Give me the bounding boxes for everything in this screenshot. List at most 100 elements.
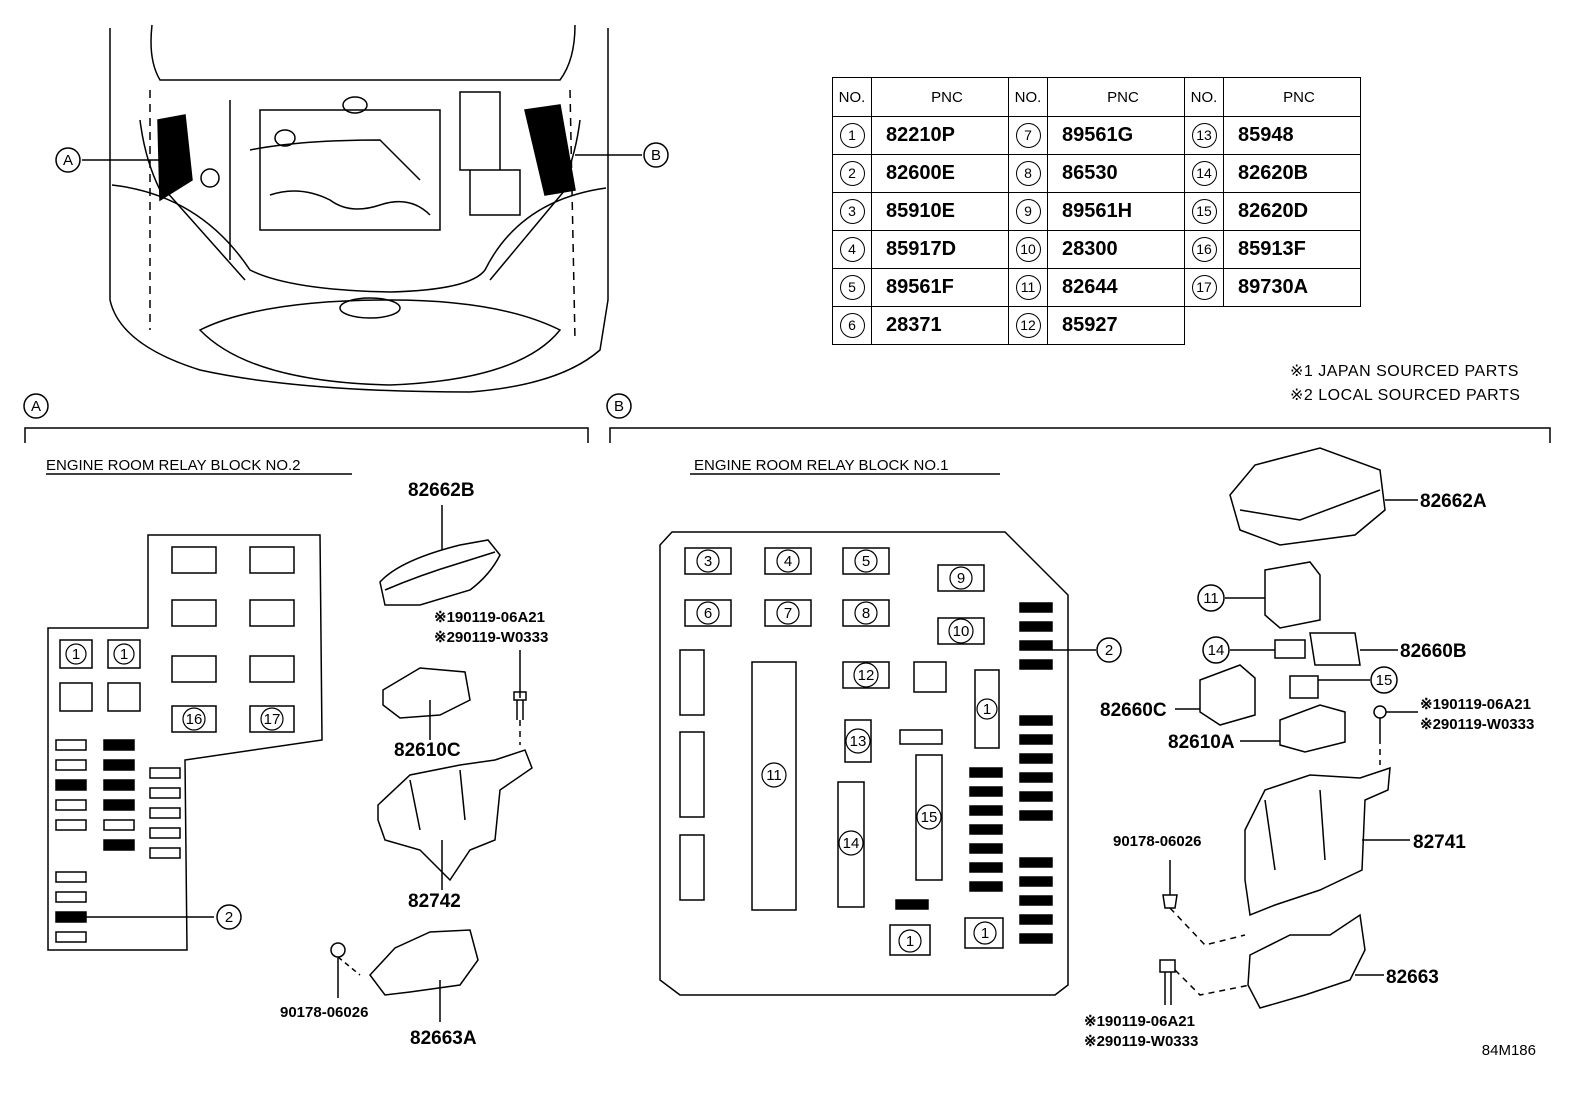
pnc-table: NO. PNC NO. PNC NO. PNC 1 82210P 7 89561… [832,77,1361,345]
header-pnc: PNC [871,77,1009,117]
section-title-relay-block-no1: ENGINE ROOM RELAY BLOCK NO.1 [694,457,949,474]
pnc-value: 82620B [1223,154,1361,193]
ref-number: 16 [1191,237,1217,262]
ref-17: 17 [264,711,281,728]
table-row: 5 89561F 11 82644 17 89730A [832,268,1361,307]
header-no: NO. [832,77,872,117]
ref-15: 15 [921,809,938,826]
pnc-value: 82600E [871,154,1009,193]
ref-number: 13 [1191,123,1217,148]
ref-1: 1 [981,925,989,942]
pnc-value: 89561G [1047,116,1185,155]
part-82610A: 82610A [1168,732,1235,753]
header-pnc: PNC [1047,77,1185,117]
part-90178-06026: 90178-06026 [1113,833,1201,850]
ref-1: 1 [983,701,991,718]
ref-15: 15 [1376,672,1393,689]
pnc-value: 85927 [1047,306,1185,345]
ref-number: 1 [839,123,865,148]
header-pnc: PNC [1223,77,1361,117]
ref-number: 12 [1015,313,1041,338]
ref-number: 14 [1191,161,1217,186]
part-82610C: 82610C [394,740,461,761]
ref-1: 1 [906,933,914,950]
table-row: 6 28371 12 85927 [832,306,1361,345]
ref-2: 2 [1105,642,1113,659]
pnc-value: 89561F [871,268,1009,307]
source-notes: ※1 JAPAN SOURCED PARTS ※2 LOCAL SOURCED … [1290,360,1520,408]
bolt-spec-local: ※290119-W0333 [1084,1033,1198,1050]
ref-12: 12 [858,667,875,684]
bolt-spec-local: ※290119-W0333 [434,629,548,646]
ref-9: 9 [957,570,965,587]
callout-b: B [651,147,661,164]
ref-11: 11 [766,767,782,784]
bolt-spec-japan: ※190119-06A21 [1420,696,1531,713]
ref-6: 6 [704,605,712,622]
pnc-value: 89730A [1223,268,1361,307]
relay-block-no1 [659,531,1096,996]
ref-number: 5 [839,275,865,300]
pnc-value: 85913F [1223,230,1361,269]
pnc-value: 82644 [1047,268,1185,307]
ref-16: 16 [186,711,203,728]
table-row: 4 85917D 10 28300 16 85913F [832,230,1361,269]
ref-number: 15 [1191,199,1217,224]
relay-block-no1-exploded [1159,447,1418,1009]
bolt-spec-japan: ※190119-06A21 [1084,1013,1195,1030]
section-bracket-b [609,427,1551,443]
part-82660C: 82660C [1100,700,1167,721]
relay-block-no1-location [524,104,576,196]
ref-number: 4 [839,237,865,262]
ref-14: 14 [1208,642,1225,659]
section-bracket-a [24,427,589,443]
section-title-relay-block-no2: ENGINE ROOM RELAY BLOCK NO.2 [46,457,301,474]
note-japan-sourced: ※1 JAPAN SOURCED PARTS [1290,363,1519,380]
ref-5: 5 [862,553,870,570]
relay-block-no2-location [157,114,193,202]
bolt-spec-japan: ※190119-06A21 [434,609,545,626]
ref-number: 11 [1015,275,1041,300]
table-header-row: NO. PNC NO. PNC NO. PNC [832,77,1361,117]
ref-14: 14 [843,835,860,852]
section-label-b: B [614,398,624,415]
pnc-value: 85917D [871,230,1009,269]
part-82742: 82742 [408,891,461,912]
table-row: 1 82210P 7 89561G 13 85948 [832,116,1361,155]
section-label-a: A [31,398,41,415]
note-local-sourced: ※2 LOCAL SOURCED PARTS [1290,387,1521,404]
ref-7: 7 [784,605,792,622]
ref-1: 1 [120,646,128,663]
part-82663: 82663 [1386,967,1439,988]
part-82741: 82741 [1413,832,1466,853]
pnc-value: 82210P [871,116,1009,155]
ref-13: 13 [850,733,867,750]
part-82663A: 82663A [410,1028,477,1049]
ref-3: 3 [704,553,712,570]
pnc-value: 85910E [871,192,1009,231]
ref-number: 2 [839,161,865,186]
table-row: 2 82600E 8 86530 14 82620B [832,154,1361,193]
ref-number: 9 [1015,199,1041,224]
ref-2: 2 [225,909,233,926]
pnc-value: 82620D [1223,192,1361,231]
ref-8: 8 [862,605,870,622]
ref-number: 17 [1191,275,1217,300]
ref-number: 10 [1015,237,1041,262]
vehicle-engine-bay [109,24,609,393]
ref-11: 11 [1203,590,1219,607]
ref-10: 10 [953,623,970,640]
part-90178-06026: 90178-06026 [280,1004,368,1021]
ref-1: 1 [72,646,80,663]
ref-4: 4 [784,553,792,570]
pnc-value: 28371 [871,306,1009,345]
fuse-row [895,602,1053,944]
ref-number: 6 [839,313,865,338]
bolt-spec-local: ※290119-W0333 [1420,716,1534,733]
relay-block-no2 [47,534,323,951]
table-row: 3 85910E 9 89561H 15 82620D [832,192,1361,231]
callout-a: A [63,152,73,169]
ref-number: 3 [839,199,865,224]
ref-number: 8 [1015,161,1041,186]
